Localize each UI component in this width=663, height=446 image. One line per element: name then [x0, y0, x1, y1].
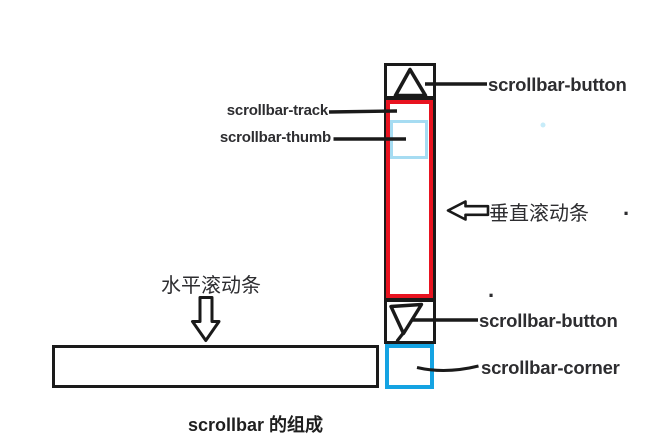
label-scrollbar-track: scrollbar-track: [226, 102, 328, 119]
scrollbar-corner-shape: [385, 344, 434, 389]
diagram-caption: scrollbar 的组成: [188, 415, 324, 435]
scrollbar-thumb-shape: [390, 120, 428, 159]
label-horizontal-scrollbar: 水平滚动条: [161, 275, 261, 297]
label-scrollbar-corner: scrollbar-corner: [481, 357, 620, 378]
down-block-arrow-icon: [191, 296, 221, 342]
label-vertical-scrollbar: 垂直滚动条: [489, 203, 589, 225]
label-bottom-scrollbar-button: scrollbar-button: [479, 310, 618, 331]
horizontal-scrollbar-shape: [52, 345, 379, 388]
label-top-scrollbar-button: scrollbar-button: [488, 74, 627, 95]
period-after-vertical-label: .: [623, 195, 630, 220]
bottom-button-divider: [384, 298, 436, 302]
top-button-divider: [384, 96, 436, 100]
stray-cyan-dot: [540, 122, 546, 128]
left-block-arrow-icon: [446, 200, 490, 221]
period-above-button-label: .: [488, 277, 495, 302]
label-scrollbar-thumb: scrollbar-thumb: [219, 129, 331, 146]
